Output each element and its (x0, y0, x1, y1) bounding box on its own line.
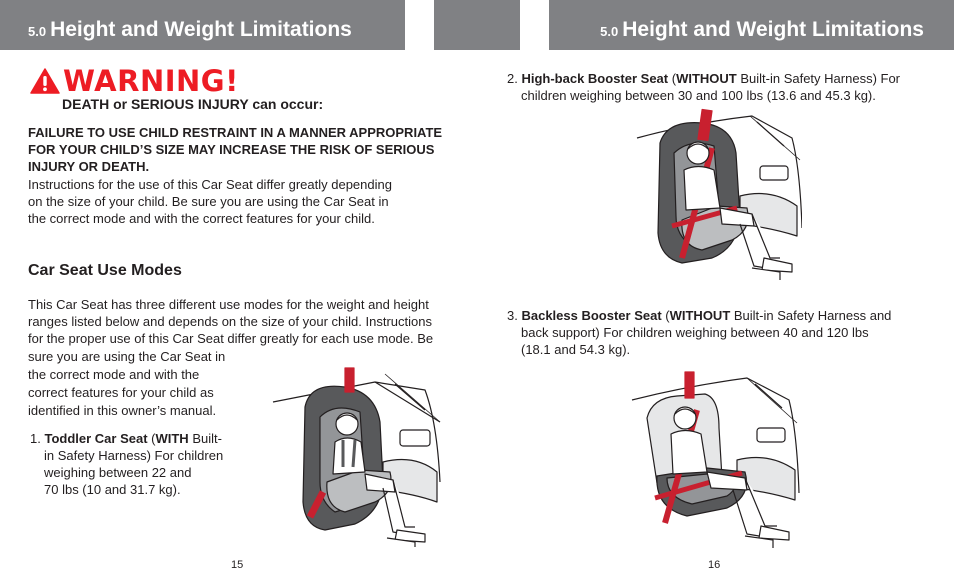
mode-item-backless-booster: 3. Backless Booster Seat (WITHOUT Built-… (507, 307, 891, 358)
instruction-line: the correct mode and with the correct fe… (28, 211, 375, 226)
failure-line: INJURY OR DEATH. (28, 159, 150, 174)
item-line1-rest: Built- (188, 431, 222, 446)
high-back-booster-illustration (636, 108, 802, 280)
item-line: back support) For children weighing betw… (521, 325, 869, 340)
item-line: in Safety Harness) For children (44, 448, 224, 463)
item-qualifier: WITHOUT (676, 71, 737, 86)
mode-item-high-back-booster: 2. High-back Booster Seat (WITHOUT Built… (507, 70, 900, 104)
item-qualifier: WITHOUT (669, 308, 731, 323)
page-number-right: 16 (708, 559, 721, 571)
failure-line: FOR YOUR CHILD’S SIZE MAY INCREASE THE R… (28, 142, 435, 157)
item-name: High-back Booster Seat (521, 71, 669, 86)
left-section-number: 5.0 (28, 24, 47, 39)
item-number: 1. (30, 431, 41, 446)
modes-heading: Car Seat Use Modes (28, 262, 182, 279)
modes-line: sure you are using the Car Seat in (28, 349, 226, 364)
item-name: Backless Booster Seat (521, 308, 662, 323)
item-line: weighing between 22 and (44, 465, 192, 480)
toddler-car-seat-illustration (272, 367, 441, 547)
item-line1-rest: Built-in Safety Harness and (730, 308, 892, 323)
modes-line: the correct mode and with the (28, 367, 200, 382)
item-line1-rest: Built-in Safety Harness) For (736, 71, 901, 86)
left-header-text: Height and Weight Limitations (50, 18, 352, 41)
item-qualifier: WITH (155, 431, 189, 446)
item-number: 3. (507, 308, 518, 323)
item-paren: ( (147, 431, 156, 446)
modes-line: This Car Seat has three different use mo… (28, 297, 429, 312)
backless-booster-illustration (631, 371, 800, 548)
failure-line: FAILURE TO USE CHILD RESTRAINT IN A MANN… (28, 125, 443, 140)
item-name: Toddler Car Seat (44, 431, 148, 446)
modes-line: correct features for your child as (28, 385, 214, 400)
item-line: children weighing between 30 and 100 lbs… (521, 88, 876, 103)
item-line: (18.1 and 54.3 kg). (521, 342, 631, 357)
modes-line: ranges listed below and depends on the s… (28, 314, 432, 329)
right-header-text: Height and Weight Limitations (622, 18, 924, 41)
item-paren: ( (661, 308, 670, 323)
item-number: 2. (507, 71, 518, 86)
warning-triangle-icon (30, 68, 60, 94)
warning-subtitle: DEATH or SERIOUS INJURY can occur: (62, 96, 324, 112)
modes-line: identified in this owner’s manual. (28, 403, 217, 418)
center-tab-left (434, 0, 520, 50)
item-line: 70 lbs (10 and 31.7 kg). (44, 482, 181, 497)
page-number-left: 15 (231, 559, 244, 571)
instruction-text: Instructions for the use of this Car Sea… (28, 176, 448, 227)
item-paren: ( (668, 71, 677, 86)
instruction-line: on the size of your child. Be sure you a… (28, 194, 389, 209)
mode-item-toddler: 1. Toddler Car Seat (WITH Built- in Safe… (30, 430, 223, 498)
failure-statement: FAILURE TO USE CHILD RESTRAINT IN A MANN… (28, 124, 458, 175)
warning-heading: WARNING! (30, 64, 239, 98)
instruction-line: Instructions for the use of this Car Sea… (28, 177, 392, 192)
right-section-number: 5.0 (600, 24, 619, 39)
modes-line: for the proper use of this Car Seat diff… (28, 331, 434, 346)
warning-title: WARNING! (63, 64, 239, 98)
